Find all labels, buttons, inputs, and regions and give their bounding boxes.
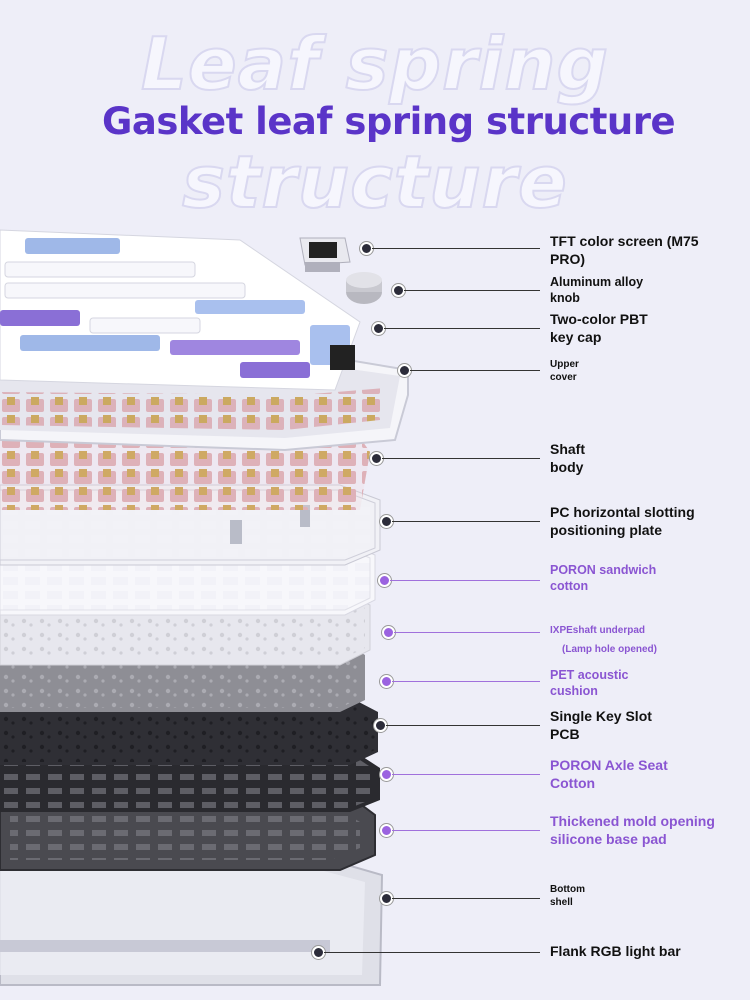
callout-label-line: PC horizontal slotting	[550, 504, 695, 520]
bottom-shell-shape	[0, 859, 384, 986]
callout-label-rgb: Flank RGB light bar	[550, 942, 681, 960]
callout-leader-tft	[372, 248, 540, 249]
callout-label-line: Cotton	[550, 775, 596, 791]
callout-label-line: silicone base pad	[550, 831, 667, 847]
callout-label-silicone: Thickened mold opening silicone base pad	[550, 812, 715, 848]
callout-leader-upper	[410, 370, 540, 371]
callout-leader-silicone	[392, 830, 540, 831]
callout-label-line: body	[550, 459, 584, 475]
callout-label-line: PRO)	[550, 251, 585, 267]
callout-leader-bottom	[392, 898, 540, 899]
callout-label-knob: Aluminum alloy knob	[550, 274, 643, 306]
callout-leader-poron2	[392, 774, 540, 775]
callout-label-line: Two-color PBT	[550, 311, 648, 327]
callout-leader-keycap	[384, 328, 540, 329]
callout-label-line: PORON Axle Seat	[550, 757, 668, 773]
callout-label-line: Upper	[550, 359, 579, 370]
callout-label-line: PCB	[550, 726, 580, 742]
callout-label-line: Bottom	[550, 884, 585, 895]
callout-leader-pcb	[386, 725, 540, 726]
main-title: Gasket leaf spring structure	[102, 100, 676, 143]
callout-label-line: knob	[550, 291, 580, 305]
callout-label-keycap: Two-color PBT key cap	[550, 310, 648, 346]
background-title-line1: Leaf spring	[140, 21, 610, 107]
callout-leader-pet	[392, 681, 540, 682]
callout-label-line: Aluminum alloy	[550, 275, 644, 289]
callout-leader-ixpe	[394, 632, 540, 633]
callout-leader-plate	[392, 521, 540, 522]
knob-shape	[346, 272, 382, 304]
callout-label-line: key cap	[550, 329, 602, 345]
callout-label-line: Thickened mold opening	[550, 813, 715, 829]
callout-label-shaft: Shaft body	[550, 440, 585, 476]
keycaps-shape	[0, 229, 361, 391]
callout-leader-poron1	[390, 580, 540, 581]
callout-label-line: cover	[550, 372, 577, 383]
callout-label-line: PORON sandwich	[550, 563, 657, 577]
callout-label-poron1: PORON sandwich cotton	[550, 562, 656, 594]
tft-screen-shape	[299, 237, 351, 272]
callout-label-line: PET acoustic	[550, 668, 629, 682]
callout-label-line: (Lamp hole opened)	[562, 644, 657, 655]
callout-label-line: positioning plate	[550, 522, 662, 538]
callout-label-line: Flank RGB light bar	[550, 943, 681, 959]
callout-label-line: Shaft	[550, 441, 585, 457]
callout-label-plate: PC horizontal slotting positioning plate	[550, 503, 695, 539]
callout-label-upper: Upper cover	[550, 358, 579, 384]
callout-leader-shaft	[382, 458, 540, 459]
callout-label-line: shell	[550, 897, 573, 908]
callout-label-line: cushion	[550, 684, 598, 698]
callout-label-line: TFT color screen (M75	[550, 233, 699, 249]
background-title-line2: structure	[181, 139, 568, 225]
callout-label-pet: PET acoustic cushion	[550, 667, 629, 699]
callout-label-line: Single Key Slot	[550, 708, 652, 724]
callout-leader-rgb	[324, 952, 540, 953]
callout-label-bottom: Bottom shell	[550, 883, 585, 909]
callout-label-line: cotton	[550, 579, 589, 593]
callout-label-ixpe: IXPEshaft underpad (Lamp hole opened)	[550, 624, 657, 656]
callout-label-line: IXPEshaft underpad	[550, 625, 646, 636]
callout-leader-knob	[404, 290, 540, 291]
